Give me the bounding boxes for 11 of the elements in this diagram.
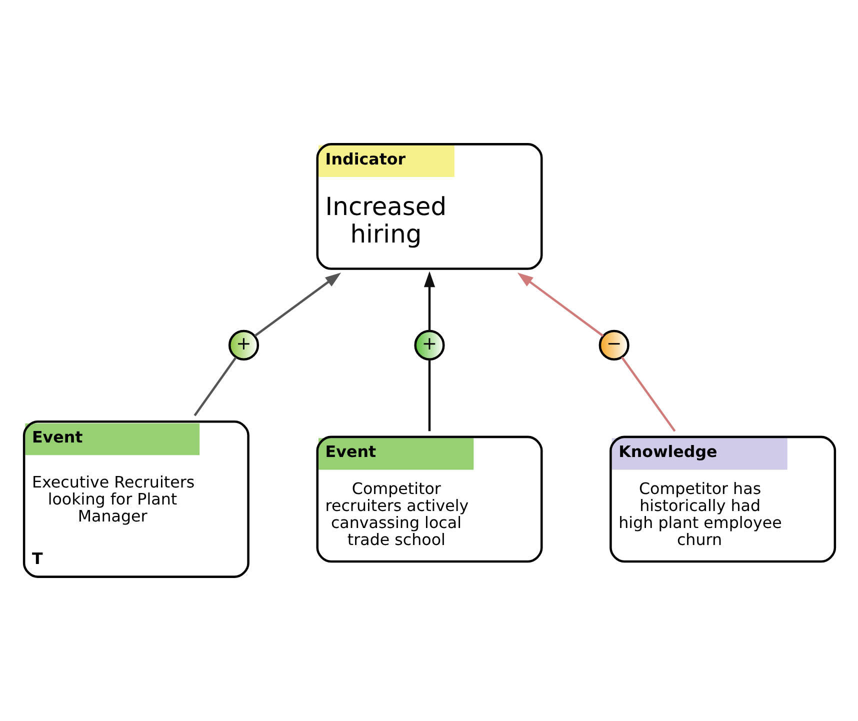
arrow	[254, 272, 341, 337]
node-box: Event Competitor recruiters actively canvassing local trade school	[316, 436, 542, 563]
arrow	[516, 272, 604, 337]
node-circle: +	[228, 330, 259, 360]
node-circle: −	[598, 330, 629, 360]
connector	[620, 356, 676, 432]
arrow	[423, 271, 435, 331]
connector	[193, 356, 236, 416]
node-box: Event Executive Recruiters looking for Plant Manager T	[22, 420, 249, 578]
connector	[428, 359, 430, 432]
node-circle: +	[414, 330, 444, 360]
